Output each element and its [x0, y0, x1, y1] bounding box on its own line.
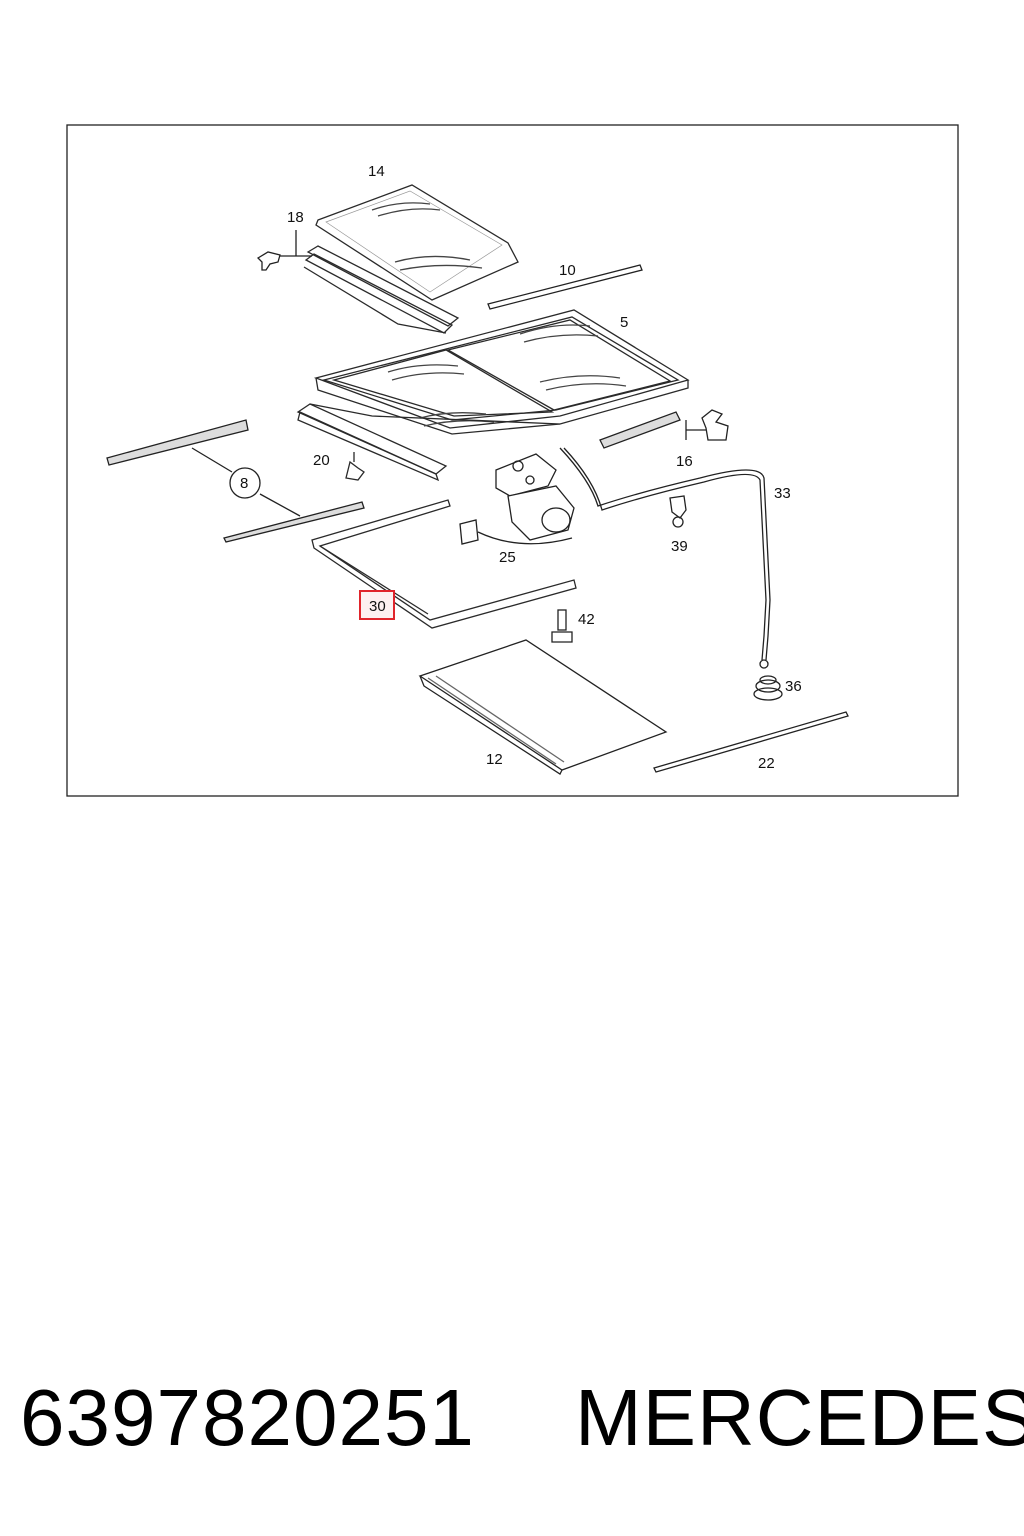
parts-diagram: 14 18 10 5 16 20 8 33 25 39 30 42 36 12 … — [66, 124, 959, 797]
callout-14[interactable]: 14 — [368, 163, 385, 180]
part-rail-16[interactable] — [599, 409, 729, 449]
part-sun-blind[interactable] — [418, 639, 668, 775]
callout-22[interactable]: 22 — [758, 755, 775, 772]
callout-42[interactable]: 42 — [578, 611, 595, 628]
part-strip-22[interactable] — [653, 711, 849, 773]
part-glass-panel[interactable] — [315, 184, 519, 301]
part-strip-8[interactable] — [106, 419, 365, 543]
part-grommet-36[interactable] — [753, 675, 783, 701]
part-number: 6397820251 — [20, 1373, 475, 1462]
part-motor[interactable] — [459, 453, 575, 545]
callout-12[interactable]: 12 — [486, 751, 503, 768]
part-screw-42[interactable] — [551, 609, 573, 643]
callout-8-circle — [229, 467, 261, 499]
footer: 6397820251 MERCEDES — [20, 1368, 1024, 1468]
callout-16[interactable]: 16 — [676, 453, 693, 470]
callout-8[interactable]: 8 — [240, 475, 248, 492]
part-fastener-39[interactable] — [669, 495, 687, 528]
callout-30[interactable]: 30 — [369, 598, 386, 615]
part-roof-frame[interactable] — [313, 309, 690, 435]
callout-25[interactable]: 25 — [499, 549, 516, 566]
callout-10[interactable]: 10 — [559, 262, 576, 279]
callout-36[interactable]: 36 — [785, 678, 802, 695]
part-clip[interactable] — [256, 230, 312, 271]
brand-name: MERCEDES — [575, 1373, 1024, 1462]
callout-5[interactable]: 5 — [620, 314, 628, 331]
part-drain-frame[interactable] — [311, 499, 577, 629]
callout-20[interactable]: 20 — [313, 452, 330, 469]
part-lower-seal[interactable] — [296, 403, 561, 482]
part-drain-hose[interactable] — [559, 447, 771, 669]
callout-39[interactable]: 39 — [671, 538, 688, 555]
part-strip-10[interactable] — [487, 264, 643, 310]
callout-18[interactable]: 18 — [287, 209, 304, 226]
highlight-box — [359, 590, 395, 620]
callout-33[interactable]: 33 — [774, 485, 791, 502]
